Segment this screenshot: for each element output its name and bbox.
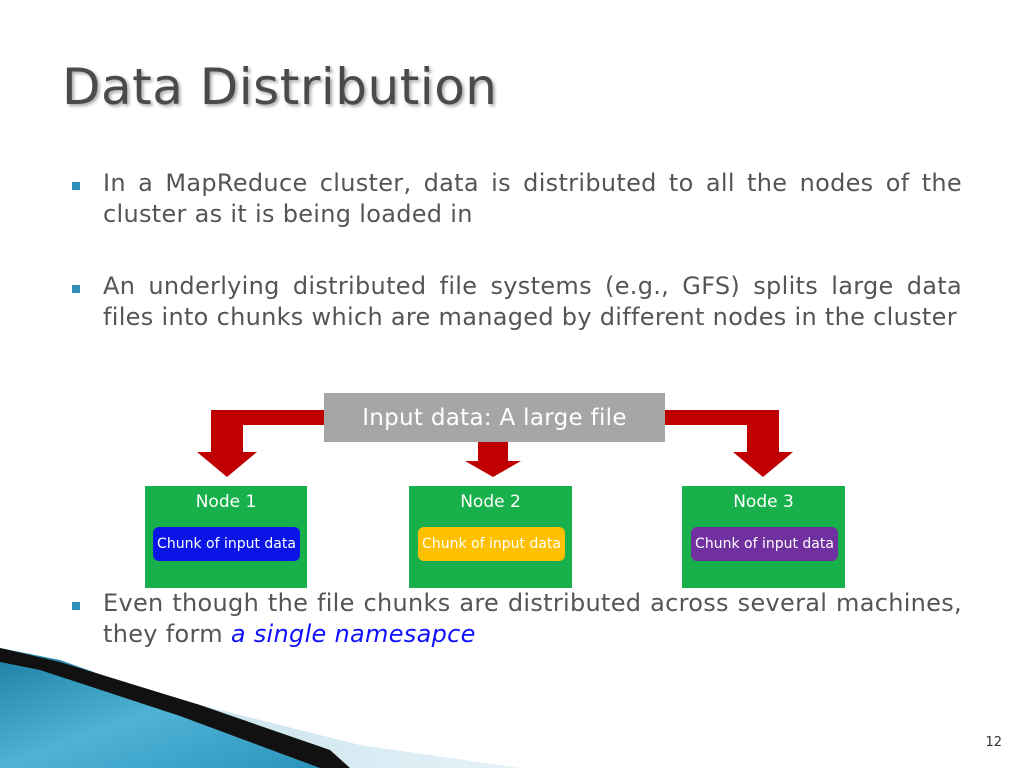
arrow-to-node-1: [197, 410, 324, 477]
bullet-text-plain: Even though the file chunks are distribu…: [103, 589, 962, 648]
page-number: 12: [985, 735, 1002, 750]
node-label: Node 1: [195, 492, 257, 512]
node-label: Node 2: [460, 492, 521, 512]
chunk-box: Chunk of input data: [418, 527, 565, 561]
page-title: Data Distribution: [62, 58, 498, 116]
arrow-to-node-2: [465, 442, 521, 477]
bullet-marker: [72, 602, 80, 610]
bullet-marker: [72, 182, 80, 190]
input-data-box: Input data: A large file: [324, 393, 665, 442]
chunk-box: Chunk of input data: [153, 527, 300, 561]
bullet-text-emphasis: a single namesapce: [230, 620, 476, 648]
node-1: Node 1 Chunk of input data: [145, 486, 307, 588]
bullet-text: In a MapReduce cluster, data is distribu…: [103, 169, 962, 228]
bullet-text: An underlying distributed file systems (…: [103, 272, 962, 331]
chunk-box: Chunk of input data: [691, 527, 838, 561]
node-3: Node 3 Chunk of input data: [682, 486, 845, 588]
bullet-marker: [72, 285, 80, 293]
node-2: Node 2 Chunk of input data: [409, 486, 572, 588]
bullet-text: Even though the file chunks are distribu…: [103, 588, 962, 650]
arrow-to-node-3: [665, 410, 793, 477]
swoosh-black-band: [0, 648, 350, 768]
node-label: Node 3: [733, 492, 794, 512]
